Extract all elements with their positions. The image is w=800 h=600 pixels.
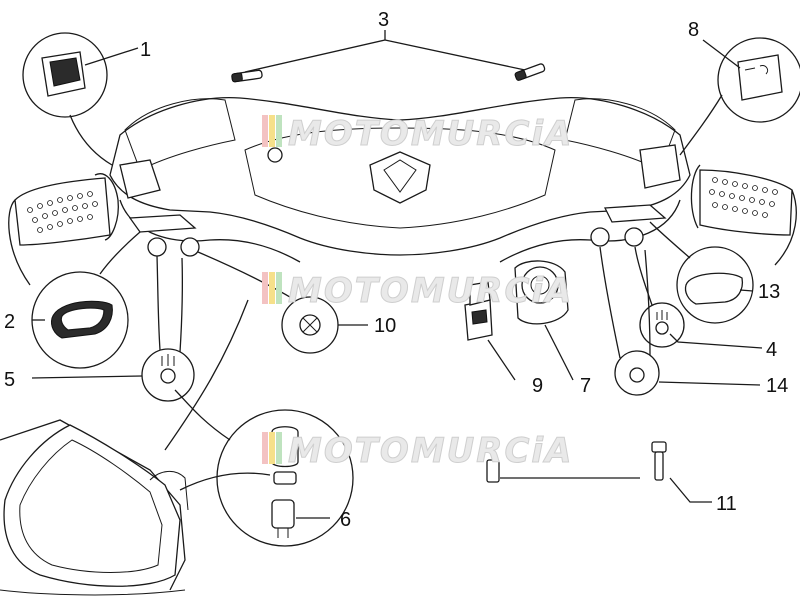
switch-part-8 <box>679 37 800 156</box>
callout-6: 6 <box>340 509 351 531</box>
bulb-part-10 <box>197 251 339 354</box>
bulb-socket-part-4 <box>634 246 685 348</box>
switch-part-1 <box>22 32 113 166</box>
callout-4: 4 <box>766 339 777 361</box>
callout-2: 2 <box>4 311 15 333</box>
connector-part-9 <box>464 281 493 341</box>
callout-5: 5 <box>4 369 15 391</box>
callout-10: 10 <box>374 315 396 337</box>
fastener-part-11 <box>486 441 667 483</box>
switch-part-13 <box>649 221 754 324</box>
watermark-text: MOTOMURCiA <box>288 431 573 471</box>
bulb-socket-part-14 <box>599 246 660 396</box>
watermark-text: MOTOMURCiA <box>288 271 573 311</box>
instrument-housing-detail <box>0 299 271 596</box>
handlebar-cover <box>109 96 691 263</box>
callout-14: 14 <box>766 375 788 397</box>
bulb-socket-part-5 <box>141 255 195 402</box>
left-grip <box>8 173 119 286</box>
callout-3: 3 <box>378 9 389 31</box>
callout-8: 8 <box>688 19 699 41</box>
callout-11: 11 <box>716 493 737 515</box>
brand-shield-icon <box>369 151 431 204</box>
right-grip <box>690 164 797 266</box>
callout-1: 1 <box>140 39 151 61</box>
bulb-part-3 <box>231 63 546 83</box>
callout-7: 7 <box>580 375 591 397</box>
callout-13: 13 <box>758 281 780 303</box>
leader-lines <box>31 30 763 519</box>
buzzer-part-7 <box>514 260 569 325</box>
callout-labels: 1 2 3 4 5 6 7 8 9 10 11 13 14 <box>4 9 788 531</box>
callout-9: 9 <box>532 375 543 397</box>
watermark: MOTOMURCiA MOTOMURCiA MOTOMURCiA <box>262 114 573 472</box>
watermark-text: MOTOMURCiA <box>288 114 573 154</box>
switch-part-2 <box>31 231 141 369</box>
